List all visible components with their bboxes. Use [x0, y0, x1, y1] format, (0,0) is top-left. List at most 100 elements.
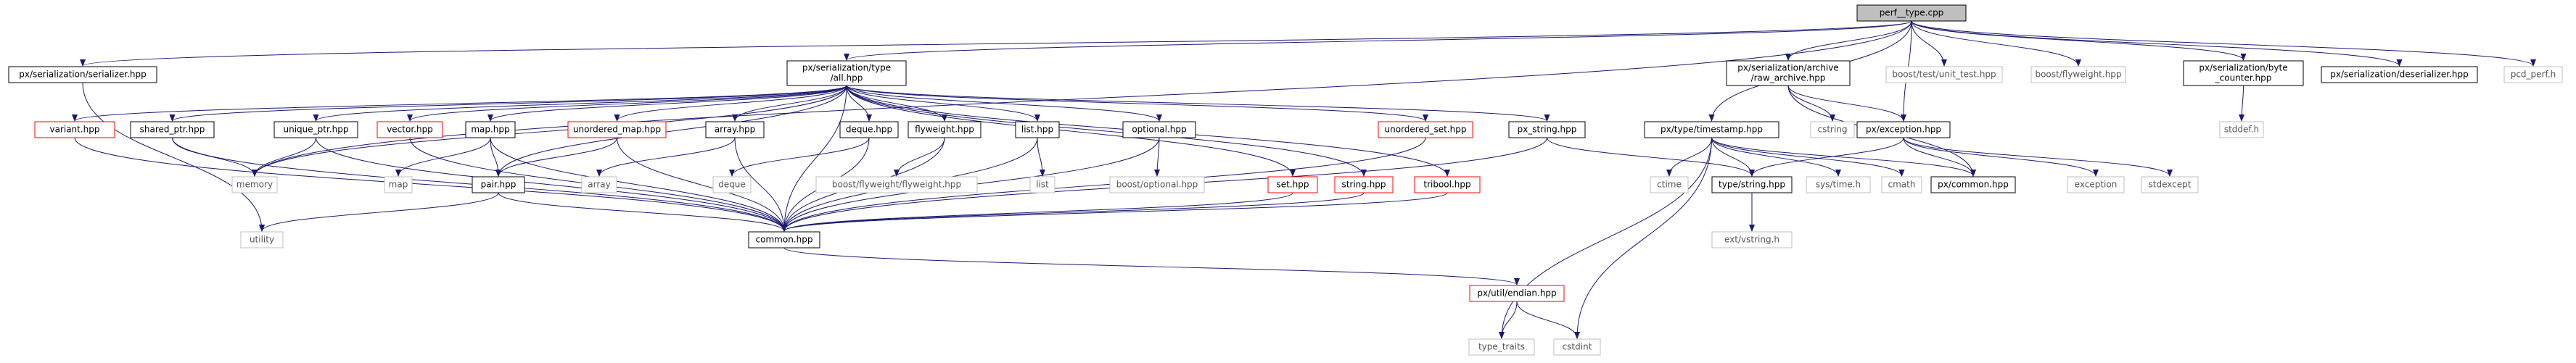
node-pair[interactable]: pair.hpp	[472, 176, 525, 193]
node-label: px/exception.hpp	[1866, 125, 1941, 135]
node-box	[130, 121, 215, 138]
edge-typeall-to-set	[846, 85, 1296, 177]
edge-set-to-common	[781, 192, 1293, 232]
node-tribool[interactable]: tribool.hpp	[1414, 176, 1481, 193]
node-box	[1885, 66, 2003, 83]
node-box	[1122, 121, 1196, 138]
node-flyweight[interactable]: flyweight.hpp	[908, 121, 982, 138]
edge-root-to-raw_archive	[1785, 20, 1912, 61]
node-px_string[interactable]: px_string.hpp	[1508, 121, 1586, 138]
node-unordered_set[interactable]: unordered_set.hpp	[1378, 121, 1473, 138]
node-label: unordered_map.hpp	[573, 125, 661, 135]
edge-pair-to-common	[498, 192, 787, 232]
node-box	[1810, 121, 1855, 138]
node-label: pcd_perf.h	[2511, 70, 2556, 80]
node-deserializer[interactable]: px/serialization/deserializer.hpp	[2321, 66, 2478, 83]
node-string_hpp[interactable]: string.hpp	[1334, 176, 1394, 193]
edge-typeall-to-vector	[407, 85, 847, 122]
node-vector[interactable]: vector.hpp	[376, 121, 443, 138]
node-label: set.hpp	[1277, 180, 1309, 190]
node-label: boost/test/unit_test.hpp	[1892, 70, 1996, 80]
node-shared_ptr[interactable]: shared_ptr.hpp	[130, 121, 215, 138]
node-label: boost/flyweight.hpp	[2035, 70, 2121, 80]
node-box	[2183, 60, 2304, 86]
edge-flyweight-to-boost_fw_fw	[894, 137, 945, 177]
node-box	[1553, 338, 1601, 356]
node-box	[705, 121, 765, 138]
node-utility: utility	[240, 231, 284, 249]
node-label: tribool.hpp	[1423, 180, 1470, 190]
node-label: px/serialization/type	[802, 63, 891, 73]
edges-layer	[72, 20, 2536, 339]
node-set[interactable]: set.hpp	[1267, 176, 1318, 193]
edge-endian-to-cstdint	[1516, 301, 1580, 339]
edge-unordered_set-to-common	[781, 137, 1426, 232]
edge-typeall-to-list	[846, 85, 1040, 122]
node-type_string[interactable]: type/string.hpp	[1711, 176, 1793, 193]
edge-exception_hpp-to-exception_sys	[1903, 137, 2099, 177]
node-label: boost/flyweight/flyweight.hpp	[832, 180, 961, 190]
edge-typeall-to-common	[781, 85, 847, 232]
node-serializer[interactable]: px/serialization/serializer.hpp	[8, 66, 157, 83]
node-typeall[interactable]: px/serialization/type/all.hpp	[786, 60, 907, 86]
node-label: list.hpp	[1021, 125, 1053, 135]
edge-exception_hpp-to-type_string	[1749, 137, 1904, 177]
node-box	[1881, 176, 1922, 193]
node-label: stdexcept	[2149, 180, 2192, 190]
node-variant[interactable]: variant.hpp	[34, 121, 115, 138]
node-box	[231, 176, 278, 193]
node-box	[712, 176, 752, 193]
node-box	[1650, 176, 1689, 193]
node-label: exception	[2075, 180, 2118, 190]
node-cstring: cstring	[1810, 121, 1855, 138]
node-label: deque	[718, 180, 746, 190]
node-label: memory	[236, 180, 273, 190]
node-list[interactable]: list.hpp	[1015, 121, 1060, 138]
node-px_common[interactable]: px/common.hpp	[1930, 176, 2016, 193]
edge-typeall-to-unique_ptr	[313, 85, 847, 122]
node-deque[interactable]: deque.hpp	[839, 121, 899, 138]
node-label: px_string.hpp	[1518, 125, 1577, 135]
node-unique_ptr[interactable]: unique_ptr.hpp	[273, 121, 358, 138]
node-cstdint: cstdint	[1553, 338, 1601, 356]
edge-common-to-endian	[783, 247, 1520, 285]
node-root[interactable]: perf__type.cpp	[1856, 4, 1967, 22]
edge-timestamp-to-systime	[1711, 137, 1841, 177]
node-timestamp[interactable]: px/type/timestamp.hpp	[1644, 121, 1779, 138]
edge-timestamp-to-type_traits	[1499, 137, 1712, 339]
node-label: shared_ptr.hpp	[140, 125, 205, 135]
node-label: flyweight.hpp	[915, 125, 974, 135]
node-endian[interactable]: px/util/endian.hpp	[1469, 285, 1565, 302]
node-boost_fw_fw: boost/flyweight/flyweight.hpp	[815, 176, 978, 193]
node-box	[273, 121, 358, 138]
edge-deque-to-deque_sys	[729, 137, 870, 177]
node-array[interactable]: array.hpp	[705, 121, 765, 138]
node-optional[interactable]: optional.hpp	[1122, 121, 1196, 138]
edge-root-to-unit_test	[1911, 20, 1947, 67]
edge-typeall-to-unordered_set	[846, 85, 1428, 122]
node-unit_test: boost/test/unit_test.hpp	[1885, 66, 2003, 83]
node-box	[1644, 121, 1779, 138]
node-unordered_map[interactable]: unordered_map.hpp	[567, 121, 667, 138]
node-label: px/serialization/byte	[2199, 63, 2287, 73]
node-deque_sys: deque	[712, 176, 752, 193]
node-label: cstdint	[1563, 342, 1592, 352]
node-box	[815, 176, 978, 193]
node-common[interactable]: common.hpp	[748, 231, 820, 249]
node-byte_counter[interactable]: px/serialization/byte_counter.hpp	[2183, 60, 2304, 86]
edge-typeall-to-shared_ptr	[169, 85, 847, 122]
node-label: variant.hpp	[49, 125, 99, 135]
node-raw_archive[interactable]: px/serialization/archive/raw_archive.hpp	[1726, 60, 1851, 86]
node-label: unique_ptr.hpp	[284, 125, 349, 135]
edge-raw_archive-to-cstring	[1787, 85, 1835, 122]
edge-timestamp-to-cstdint	[1574, 137, 1712, 339]
node-box	[908, 121, 982, 138]
node-box	[1468, 338, 1535, 356]
node-exception_hpp[interactable]: px/exception.hpp	[1856, 121, 1951, 138]
node-box	[581, 176, 617, 193]
node-label: map	[389, 180, 408, 190]
node-box	[1508, 121, 1586, 138]
node-map[interactable]: map.hpp	[465, 121, 516, 138]
node-box	[2141, 176, 2199, 193]
